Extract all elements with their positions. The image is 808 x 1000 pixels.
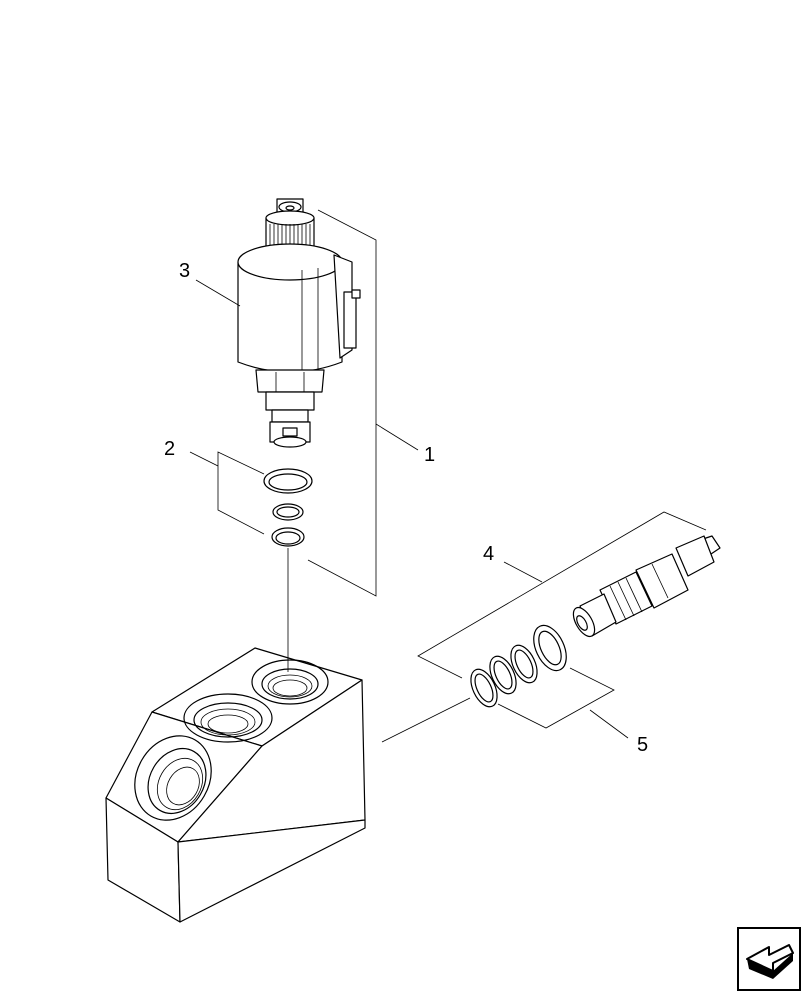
seal-kit-5 [470,624,567,708]
solenoid-valve [237,198,361,448]
cartridge-valve [572,535,721,638]
navigation-button[interactable] [737,927,801,991]
seal-kit-2 [263,468,313,547]
valve-block [105,647,366,923]
callout-2: 2 [164,438,175,460]
bracket-1 [307,209,419,597]
leader-3 [195,279,241,307]
arrow-icon [746,944,794,979]
callout-5: 5 [637,734,648,756]
callout-3: 3 [179,260,190,282]
axis-line [381,697,471,743]
callout-4: 4 [483,543,494,565]
bracket-2 [189,451,265,535]
bracket-5 [497,667,629,739]
callout-1: 1 [424,444,435,466]
bracket-4 [417,511,707,679]
